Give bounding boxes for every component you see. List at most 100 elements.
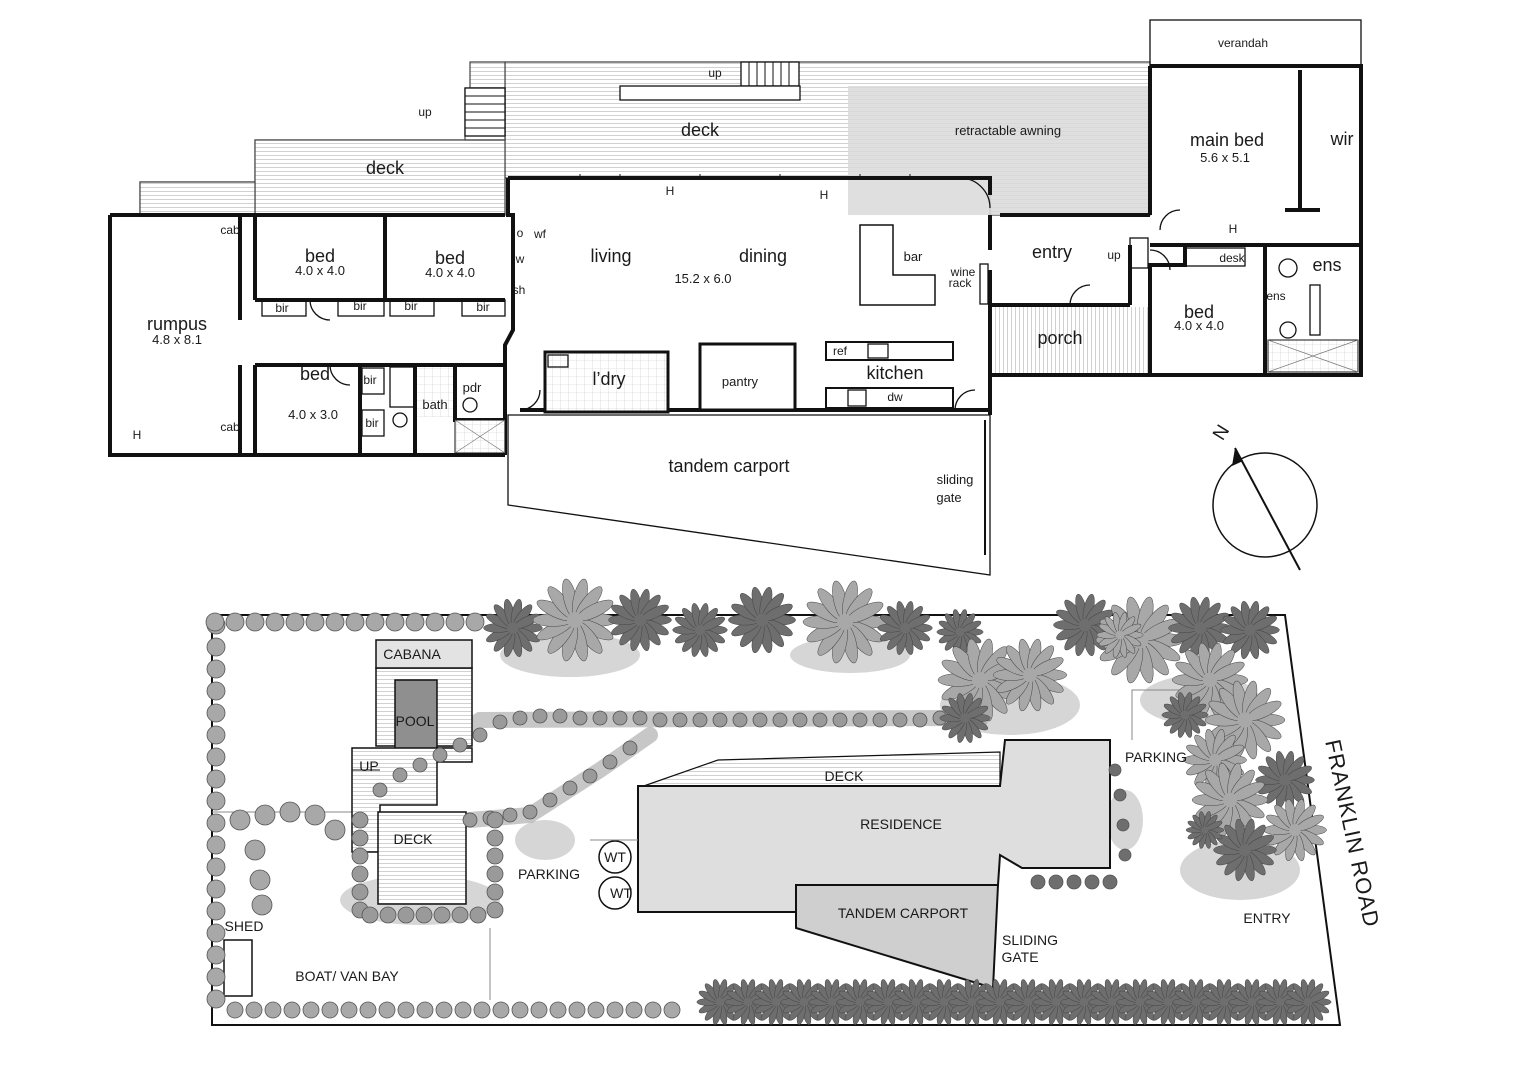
toilet-bath xyxy=(392,412,408,428)
shrub xyxy=(245,612,265,632)
label-sliding: sliding xyxy=(937,472,974,487)
shrub xyxy=(206,791,226,811)
toilet-pdr xyxy=(462,397,478,413)
toilet-ens-2 xyxy=(1279,321,1297,339)
shrub xyxy=(1116,818,1130,832)
label-gate: gate xyxy=(936,490,961,505)
north-arrow xyxy=(1212,447,1318,571)
label-h-2: H xyxy=(820,188,829,202)
shrub xyxy=(378,1001,396,1019)
label-living: living xyxy=(590,246,631,266)
label-h-3: H xyxy=(1229,222,1238,236)
shrub xyxy=(832,712,848,728)
shrub xyxy=(249,869,271,891)
shrub xyxy=(206,725,226,745)
label-w: w xyxy=(515,252,525,266)
site-plan: CABANA POOL UP DECK DECK RESIDENCE PARKI… xyxy=(205,578,1384,1026)
shrub xyxy=(587,1001,605,1019)
cabana xyxy=(375,639,473,669)
tree xyxy=(1168,597,1232,659)
label-up: UP xyxy=(359,758,378,774)
deck-pool-area xyxy=(377,811,467,905)
shrub xyxy=(305,612,325,632)
shrub xyxy=(285,612,305,632)
tree xyxy=(483,599,543,657)
shed xyxy=(223,939,253,997)
shrub xyxy=(432,747,448,763)
shrub xyxy=(1084,874,1100,890)
label-wf: wf xyxy=(533,227,547,241)
label-retractable-awning: retractable awning xyxy=(955,123,1061,138)
shrub xyxy=(351,847,369,865)
deck-stairs-left xyxy=(464,87,506,137)
shrub xyxy=(206,923,226,943)
label-bir-1: bir xyxy=(275,301,288,315)
label-ens-small: ens xyxy=(1266,289,1285,303)
label-sh: sh xyxy=(513,283,526,297)
desk xyxy=(1184,247,1246,267)
shrub xyxy=(415,906,433,924)
label-bir-6: bir xyxy=(365,416,378,430)
laundry-bench xyxy=(543,350,670,414)
label-dw: dw xyxy=(887,390,903,404)
water-tank-1 xyxy=(598,840,632,874)
shrub xyxy=(792,712,808,728)
tree xyxy=(1161,692,1209,738)
shrub xyxy=(229,809,251,831)
label-up-left: up xyxy=(418,105,432,119)
label-tandem-carport-site: TANDEM CARPORT xyxy=(838,905,969,921)
shrub xyxy=(304,804,326,826)
shrub xyxy=(486,865,504,883)
label-parking-left: PARKING xyxy=(518,866,580,882)
shrub xyxy=(472,727,488,743)
shrub xyxy=(452,737,468,753)
tree xyxy=(728,586,796,654)
shrub xyxy=(351,829,369,847)
shrub xyxy=(206,967,226,987)
shrub xyxy=(462,812,478,828)
label-h-1: H xyxy=(666,184,675,198)
shrub xyxy=(1102,874,1118,890)
label-gate-site: GATE xyxy=(1001,949,1038,965)
bathtub xyxy=(389,366,415,408)
shrub xyxy=(206,901,226,921)
shrub xyxy=(325,612,345,632)
label-bed-2: bed xyxy=(435,248,465,268)
shrub xyxy=(206,835,226,855)
shrub xyxy=(486,847,504,865)
label-wt-2: WT xyxy=(610,885,632,901)
shrub xyxy=(206,703,226,723)
shrub xyxy=(205,612,225,632)
shrub xyxy=(265,612,285,632)
label-pdr: pdr xyxy=(463,380,482,395)
label-living-dim: 15.2 x 6.0 xyxy=(674,271,731,286)
label-bir-3: bir xyxy=(404,299,417,313)
shrub xyxy=(552,708,568,724)
tree xyxy=(608,589,672,651)
label-entry: entry xyxy=(1032,242,1072,262)
label-bir-4: bir xyxy=(476,300,489,314)
shrub xyxy=(206,857,226,877)
label-entry-site: ENTRY xyxy=(1243,910,1291,926)
label-bed-1: bed xyxy=(305,246,335,266)
shrub xyxy=(206,637,226,657)
shrub xyxy=(625,1001,643,1019)
label-north: N xyxy=(1209,421,1234,444)
shrub xyxy=(522,804,538,820)
label-shed: SHED xyxy=(225,918,264,934)
label-porch: porch xyxy=(1037,328,1082,348)
tree xyxy=(936,609,984,655)
bar-counter xyxy=(859,224,936,306)
label-cab-top: cab xyxy=(220,223,240,237)
label-o: o xyxy=(517,226,524,240)
shrub xyxy=(445,612,465,632)
shrub xyxy=(592,710,608,726)
ensuite-walls xyxy=(1185,243,1361,375)
shrub xyxy=(1118,848,1132,862)
label-kitchen: kitchen xyxy=(866,363,923,383)
shrub xyxy=(602,754,618,770)
shrub xyxy=(622,740,638,756)
shrub xyxy=(351,811,369,829)
shrub xyxy=(632,710,648,726)
porch-deck xyxy=(992,307,1148,373)
